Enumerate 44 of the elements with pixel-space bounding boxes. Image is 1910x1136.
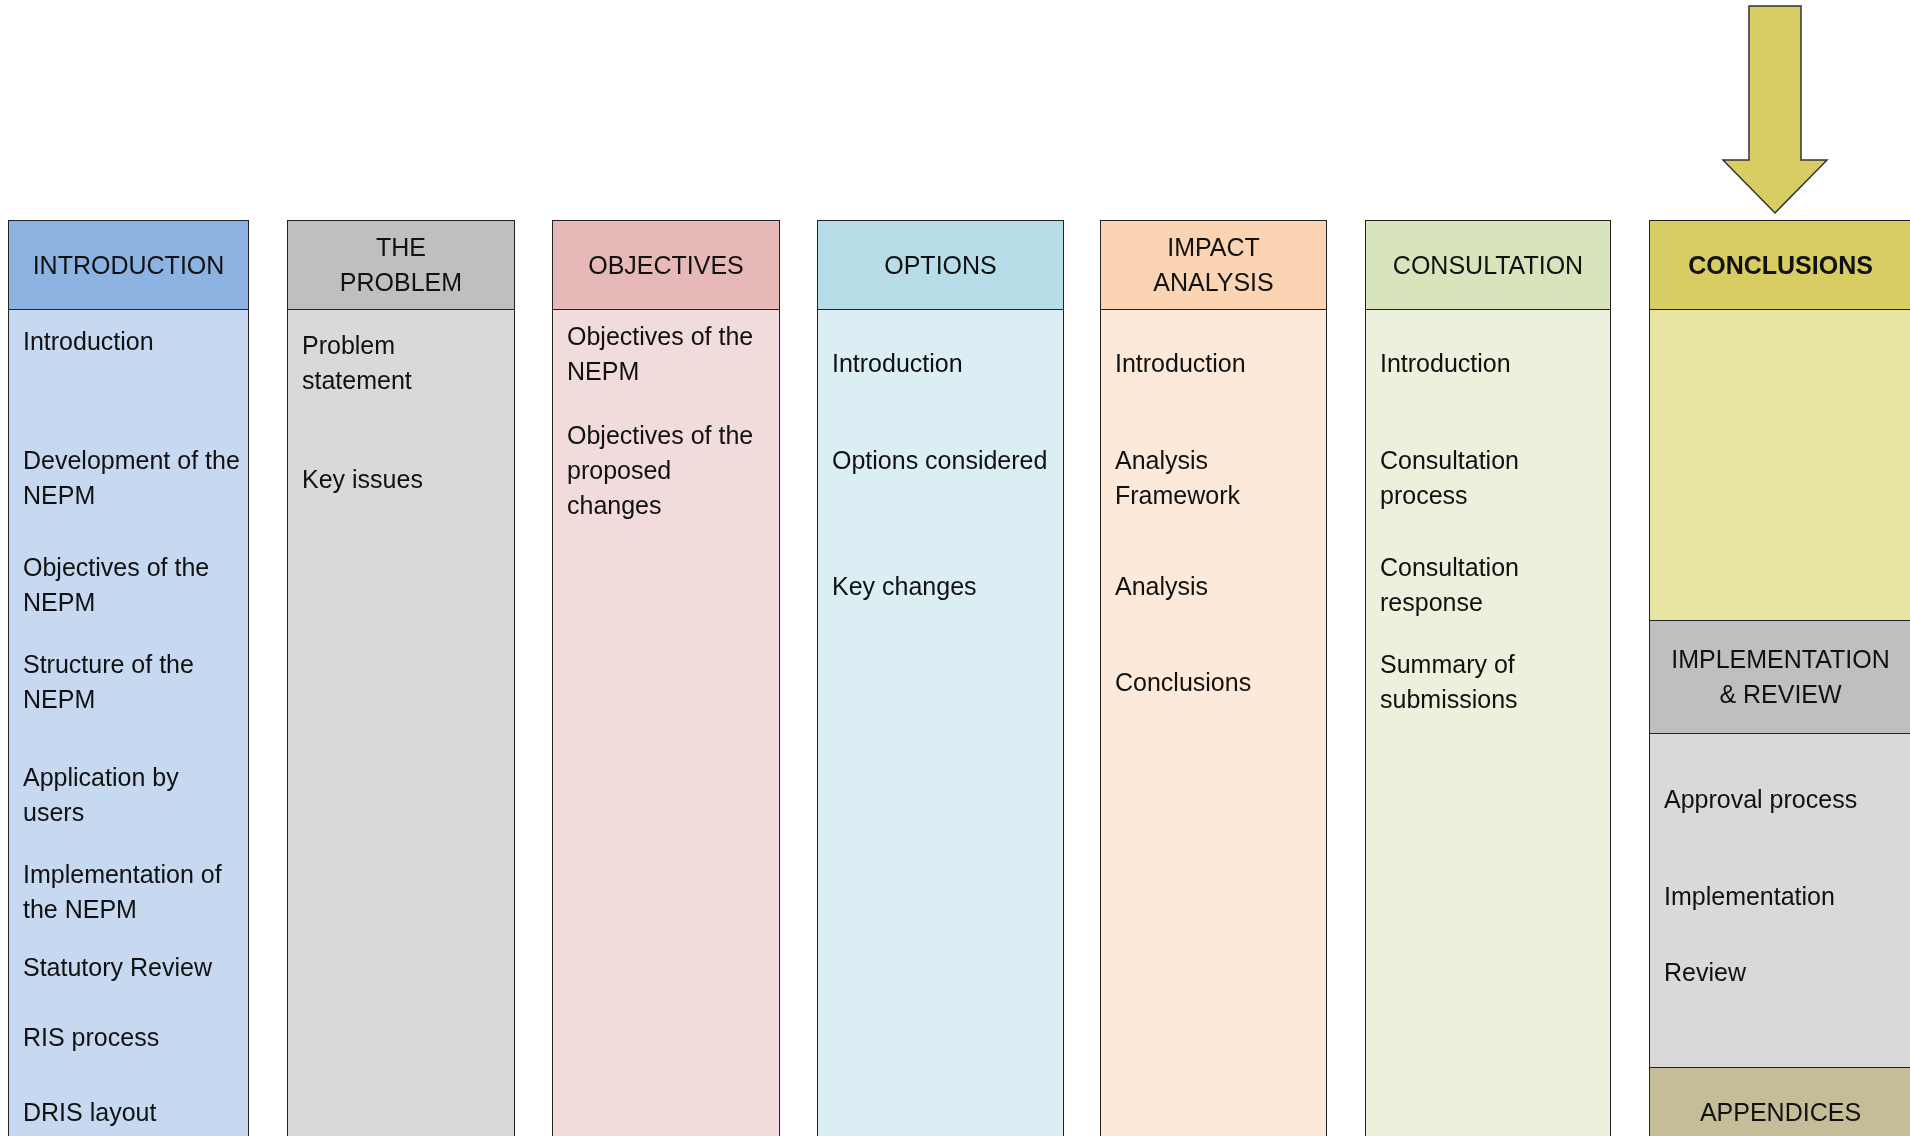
section-header: IMPACT ANALYSIS: [1100, 220, 1327, 310]
section-header: IMPLEMENTATION & REVIEW: [1649, 620, 1910, 734]
section-header: OPTIONS: [817, 220, 1064, 310]
section-item: Summary of submissions: [1380, 649, 1519, 715]
section-item: Introduction: [832, 348, 964, 379]
section-item: Development of the NEPM: [23, 445, 240, 511]
section-item: Approval process: [1664, 784, 1859, 815]
section-item: Implementation: [1664, 881, 1836, 912]
section-item: Application by users: [23, 762, 180, 828]
column-panel: [8, 309, 249, 1136]
section-item: Introduction: [1115, 348, 1247, 379]
section-header: THE PROBLEM: [287, 220, 515, 310]
section-item: Objectives of the proposed changes: [567, 420, 755, 521]
section-item: Analysis Framework: [1115, 445, 1241, 511]
section-item: Statutory Review: [23, 952, 213, 983]
section-item: Key issues: [302, 464, 424, 495]
section-header: INTRODUCTION: [8, 220, 249, 310]
section-item: Review: [1664, 957, 1747, 988]
section-item: Introduction: [23, 326, 155, 357]
column-panel: [817, 309, 1064, 1136]
section-item: Options considered: [832, 445, 1049, 476]
section-item: Consultation response: [1380, 552, 1520, 618]
column-panel: [1100, 309, 1327, 1136]
column-panel: [552, 309, 780, 1136]
section-item: Objectives of the NEPM: [23, 552, 211, 618]
section-item: Consultation process: [1380, 445, 1520, 511]
section-item: RIS process: [23, 1022, 161, 1053]
section-header: CONSULTATION: [1365, 220, 1611, 310]
section-item: Problem statement: [302, 330, 413, 396]
section-item: Objectives of the NEPM: [567, 321, 755, 387]
section-header: APPENDICES: [1649, 1067, 1910, 1136]
section-item: Structure of the NEPM: [23, 649, 195, 715]
column-panel: [287, 309, 515, 1136]
section-header: CONCLUSIONS: [1649, 220, 1910, 310]
column-panel: [1649, 733, 1910, 1068]
section-item: DRIS layout: [23, 1097, 158, 1128]
section-item: Conclusions: [1115, 667, 1253, 698]
section-item: Key changes: [832, 571, 978, 602]
column-panel: [1365, 309, 1611, 1136]
section-header: OBJECTIVES: [552, 220, 780, 310]
section-item: Implementation of the NEPM: [23, 859, 223, 925]
section-item: Introduction: [1380, 348, 1512, 379]
section-item: Analysis: [1115, 571, 1210, 602]
down-arrow: [1721, 5, 1829, 215]
